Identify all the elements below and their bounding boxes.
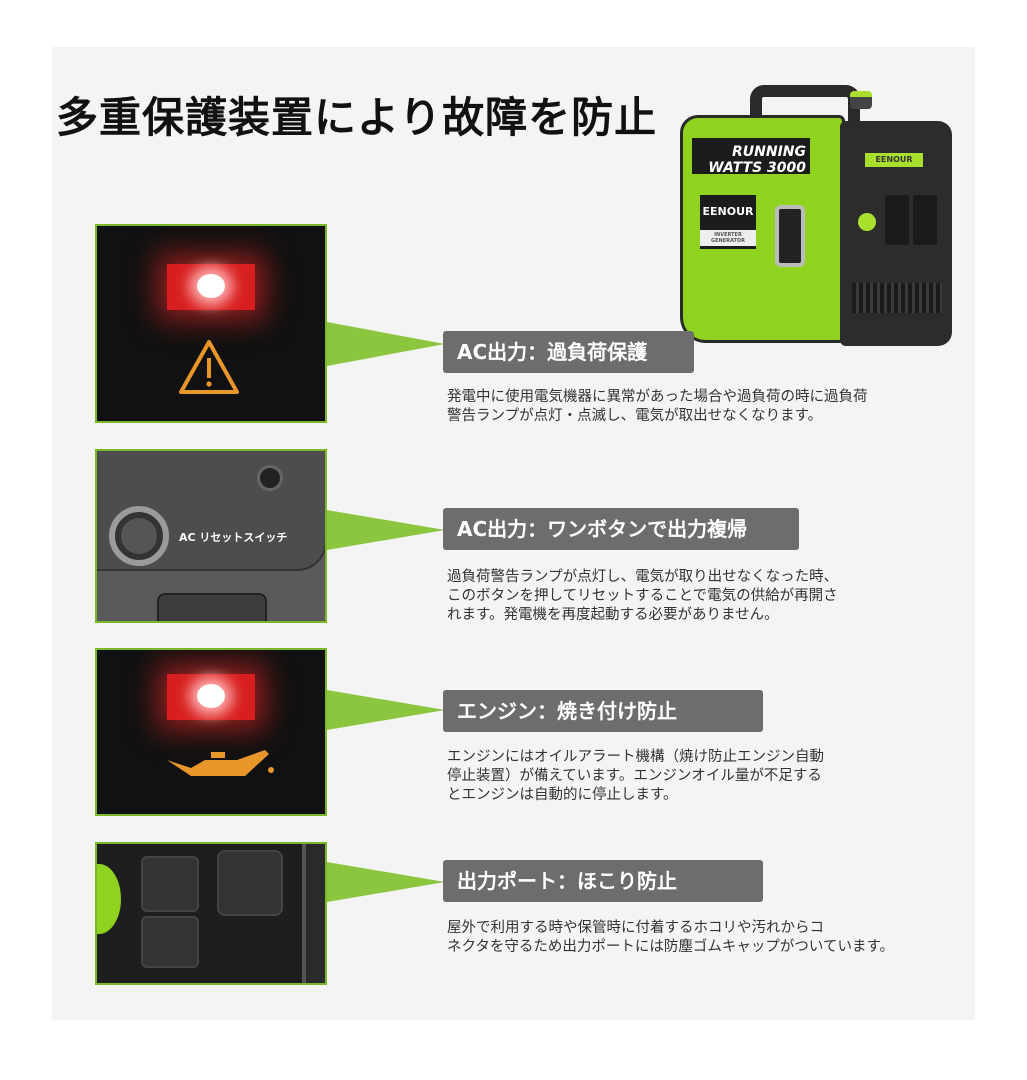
outlet-icon: [141, 916, 199, 968]
outlet-icon: [217, 850, 283, 916]
brand-logo: EENOUR: [702, 205, 754, 218]
oil-alert-photo: [95, 648, 327, 816]
photo-caption: AC リセットスイッチ: [179, 531, 288, 544]
screw-icon: [257, 465, 283, 491]
model-badge: RUNNING WATTS 3000: [692, 138, 810, 176]
pointer-arrow: [327, 322, 445, 366]
feature-description: 過負荷警告ランプが点灯し、電気が取り出せなくなった時、 このボタンを押してリセッ…: [447, 569, 839, 623]
output-ports-photo: [95, 842, 327, 985]
side-logo: EENOUR: [865, 153, 923, 167]
feature-description: エンジンにはオイルアラート機構（焼け防止エンジン自動 停止装置）が備えています。…: [447, 749, 824, 803]
red-warning-lamp: [167, 674, 255, 720]
reset-button-icon: [109, 506, 169, 566]
overload-lamp-photo: [95, 224, 327, 423]
pointer-arrow: [327, 510, 445, 550]
oil-can-icon: [167, 750, 274, 776]
warning-triangle-icon: [179, 340, 239, 394]
red-warning-lamp: [167, 264, 255, 310]
feature-description: 屋外で利用する時や保管時に付着するホコリや汚れからコ ネクタを守るため出力ポート…: [447, 920, 895, 955]
pointer-arrow: [327, 690, 445, 730]
feature-label: AC出力：過負荷保護: [443, 331, 694, 373]
reset-switch-photo: AC リセットスイッチ: [95, 449, 327, 623]
feature-label: エンジン：焼き付け防止: [443, 690, 763, 732]
generator-image: RUNNING WATTS 3000 EENOUR INVERTER GENER…: [680, 83, 960, 351]
outlet-icon: [141, 856, 199, 912]
feature-label: 出力ポート：ほこり防止: [443, 860, 763, 902]
brand-subtitle: INVERTER GENERATOR: [700, 230, 756, 246]
feature-description: 発電中に使用電気機器に異常があった場合や過負荷の時に過負荷 警告ランプが点灯・点…: [447, 389, 868, 424]
feature-label: AC出力：ワンボタンで出力複帰: [443, 508, 799, 550]
pointer-arrow: [327, 862, 445, 902]
page-title: 多重保護装置により故障を防止: [56, 93, 658, 142]
